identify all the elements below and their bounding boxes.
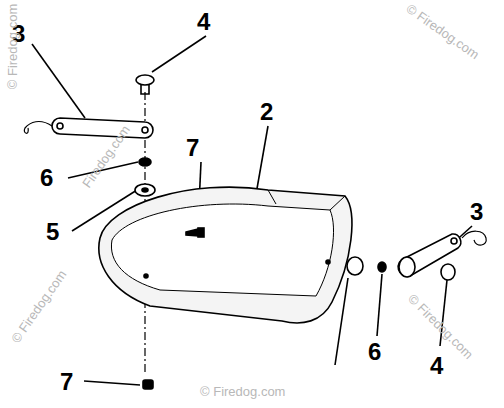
watermark: © Firedog.com: [9, 268, 69, 345]
callout-number: 4: [430, 354, 443, 378]
callout-number: 7: [186, 136, 199, 160]
watermark: © Firedog.com: [404, 2, 481, 62]
callout-number: 3: [470, 200, 483, 224]
watermark: © Firedog.com: [200, 385, 285, 398]
callout-number: 6: [368, 340, 381, 364]
watermark: © Firedog.com: [6, 4, 19, 89]
callout-number: 2: [260, 100, 273, 124]
watermark: © Firedog.com: [406, 292, 476, 362]
callout-number: 7: [60, 370, 73, 394]
callout-number: 5: [46, 220, 59, 244]
callout-number: 4: [197, 10, 210, 34]
callout-number: 6: [40, 166, 53, 190]
